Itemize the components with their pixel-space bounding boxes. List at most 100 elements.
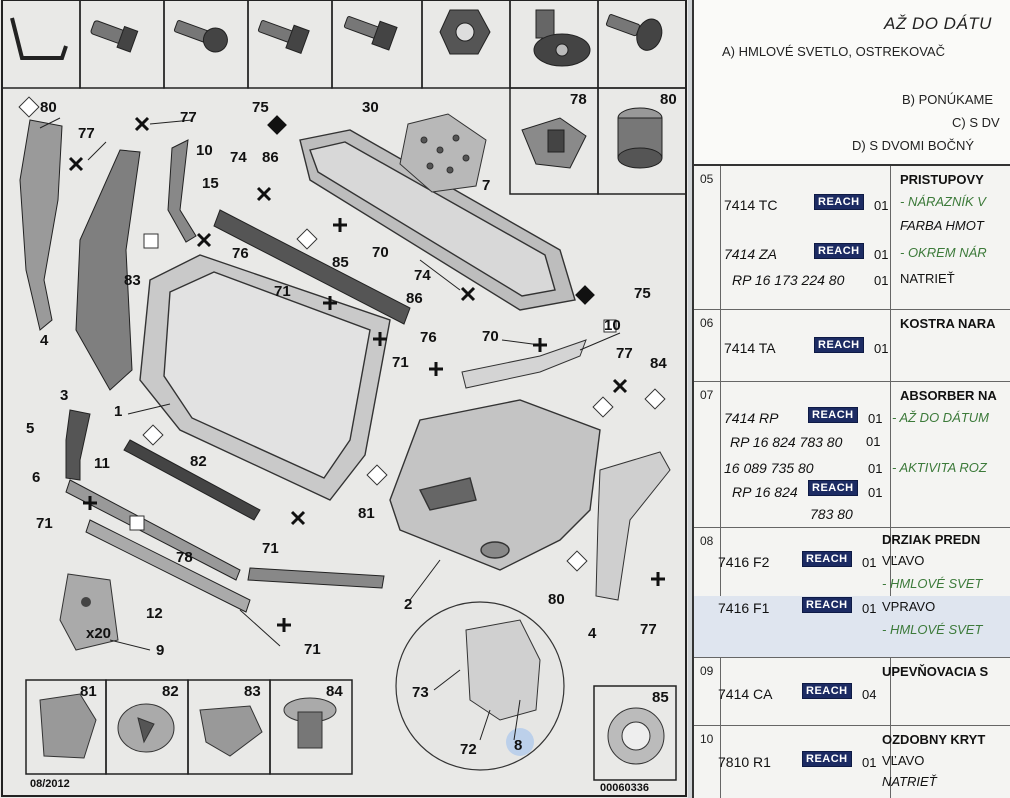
callout-77: 77 [180,109,197,126]
callout-70: 70 [372,244,389,261]
table-row[interactable]: 06 KOSTRA NARA 7414 TA REACH 01 [694,310,1010,382]
row-title: UPEVŇOVACIA S [882,664,989,679]
part-code[interactable]: 7416 F1 [718,600,770,616]
callout-86: 86 [406,290,423,307]
part-description: NATRIEŤ [882,774,937,789]
part-code[interactable]: RP 16 824 783 80 [730,434,843,450]
part-code[interactable]: 7414 CA [718,686,773,702]
box-label-80: 80 [660,91,677,108]
table-row[interactable]: 07 ABSORBER NA 7414 RP REACH 01 - AŽ DO … [694,382,1010,528]
part-code[interactable]: 7416 F2 [718,554,770,570]
callout-10: 10 [196,142,213,159]
row-title: PRISTUPOVY [900,172,984,187]
reach-badge: REACH [808,480,858,496]
table-row[interactable]: 08 DRZIAK PREDN 7416 F2 REACH 01 VĽAVO -… [694,528,1010,658]
header-line-a: A) HMLOVÉ SVETLO, OSTREKOVAČ [722,44,945,59]
callout-85: 85 [332,254,349,271]
callout-30: 30 [362,99,379,116]
part-description: VPRAVO [882,599,936,614]
reach-badge: REACH [814,194,864,210]
top-fastener-strip [1,0,687,89]
callout-71: 71 [304,641,321,658]
callout-74: 74 [414,267,431,284]
quantity: 04 [862,687,877,702]
parts-diagram: x20 [0,0,688,798]
box-label-83: 83 [244,683,261,700]
callout-71: 71 [36,515,53,532]
callout-2: 2 [404,596,412,613]
part-code[interactable]: RP 16 173 224 80 [732,272,845,288]
group-number: 06 [700,316,714,330]
part-description: - HMLOVÉ SVET [882,576,983,591]
quantity: 01 [868,485,883,500]
callout-71: 71 [274,283,291,300]
callout-77: 77 [616,345,633,362]
part-code[interactable]: 16 089 735 80 [724,460,814,476]
header-title: AŽ DO DÁTU [884,14,992,33]
row-title: DRZIAK PREDN [882,532,981,547]
callout-80: 80 [40,99,57,116]
callout-86: 86 [262,149,279,166]
callout-75: 75 [634,285,651,302]
quantity-x20-label: x20 [86,625,111,642]
quantity: 01 [862,601,877,616]
table-row[interactable]: 09 UPEVŇOVACIA S 7414 CA REACH 04 [694,658,1010,726]
box-label-81: 81 [80,683,97,700]
callout-7: 7 [482,177,490,194]
quantity: 01 [874,273,889,288]
quantity: 01 [874,341,889,356]
row-title: ABSORBER NA [900,388,997,403]
reach-badge: REACH [802,597,852,613]
part-description: - NÁRAZNÍK V [900,194,986,209]
box-label-82: 82 [162,683,179,700]
callout-11: 11 [94,455,110,472]
callout-77: 77 [640,621,657,638]
callout-6: 6 [32,469,40,486]
exploded-view-drawing: x20 [1,0,687,797]
row-title: KOSTRA NARA [900,316,996,331]
quantity: 01 [868,411,883,426]
part-code[interactable]: 7414 RP [724,410,779,426]
part-code[interactable]: 7810 R1 [718,754,771,770]
quantity: 01 [874,247,889,262]
quantity: 01 [862,555,877,570]
callout-82: 82 [190,453,207,470]
callout-77: 77 [78,125,95,142]
callout-73: 73 [412,684,429,701]
part-description: - AŽ DO DÁTUM [892,410,990,425]
callout-80: 80 [548,591,565,608]
part-code[interactable]: 7414 TC [724,197,778,213]
part-code[interactable]: 783 80 [810,506,853,522]
quantity: 01 [868,461,883,476]
header-line-c: C) S DV [952,115,1000,130]
callout-72: 72 [460,741,477,758]
reach-badge: REACH [814,337,864,353]
part-code[interactable]: 7414 TA [724,340,776,356]
callout-83: 83 [124,272,141,289]
callout-12: 12 [146,605,163,622]
callout-1: 1 [114,403,122,420]
reach-badge: REACH [808,407,858,423]
callout-81: 81 [358,505,375,522]
callout-76: 76 [420,329,437,346]
table-row[interactable]: 10 OZDOBNY KRYT 7810 R1 REACH 01 VĽAVO N… [694,726,1010,798]
callout-71: 71 [262,540,279,557]
group-number: 09 [700,664,714,678]
reach-badge: REACH [802,751,852,767]
callout-75: 75 [252,99,269,116]
callout-78: 78 [176,549,193,566]
table-row[interactable]: 05 PRISTUPOVY 7414 TC REACH 01 - NÁRAZNÍ… [694,166,1010,310]
part-description: VĽAVO [882,553,925,568]
group-number: 10 [700,732,714,746]
header-line-d: D) S DVOMI BOČNÝ [852,138,975,153]
callout-84: 84 [650,355,667,372]
box-label-85: 85 [652,689,669,706]
group-number: 07 [700,388,714,402]
part-description: - HMLOVÉ SVET [882,622,983,637]
part-code[interactable]: 7414 ZA [724,246,777,262]
part-description: FARBA HMOT [900,218,984,233]
part-code[interactable]: RP 16 824 [732,484,798,500]
reach-badge: REACH [814,243,864,259]
